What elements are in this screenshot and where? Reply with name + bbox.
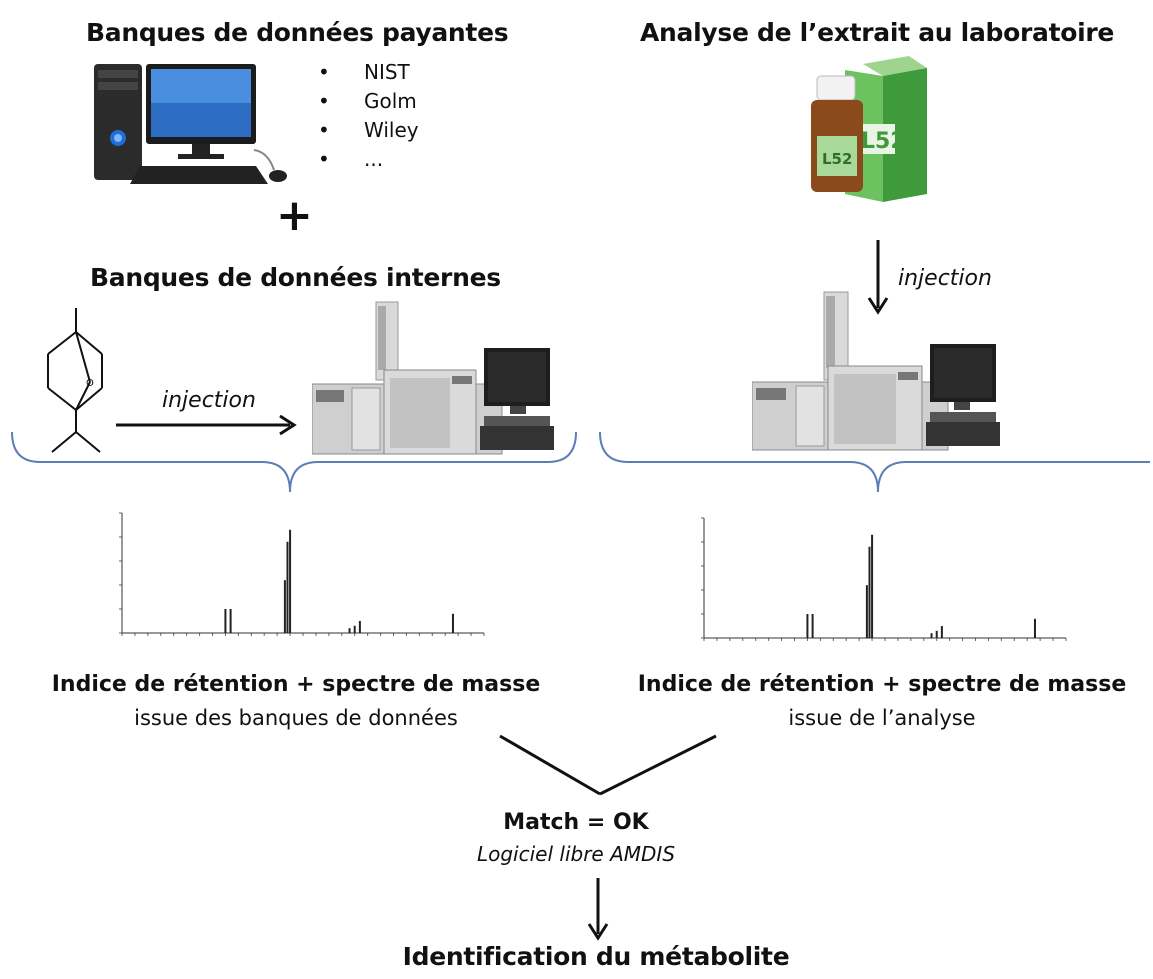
paid-databases-title: Banques de données payantes [86, 18, 509, 47]
final-arrow [587, 878, 609, 941]
database-item-nist: NIST [318, 58, 419, 87]
computer-icon [94, 64, 287, 184]
right-spectrum-bars [806, 534, 1036, 638]
left-result-title: Indice de rétention + spectre de masse [51, 672, 541, 697]
database-item-golm: Golm [318, 87, 419, 116]
convergence-lines [499, 734, 717, 796]
box-product-label: L52 [861, 129, 906, 154]
internal-databases-title: Banques de données internes [90, 263, 501, 292]
left-gcms-instrument [312, 301, 554, 455]
database-item-wiley: Wiley [318, 116, 419, 145]
left-injection-arrow [116, 414, 297, 436]
left-brace [11, 431, 577, 493]
database-item-more: ... [318, 145, 419, 174]
bottle-product-label: L52 [822, 150, 852, 168]
right-gcms-instrument [752, 291, 1000, 451]
paid-database-list: NIST Golm Wiley ... [318, 58, 419, 174]
final-identification-label: Identification du métabolite [402, 942, 790, 971]
left-injection-label: injection [162, 388, 256, 413]
right-brace [599, 431, 1150, 493]
right-mass-spectrum [701, 517, 1067, 641]
right-spectrum-ticks [701, 517, 1067, 641]
grouping-braces [11, 431, 1150, 493]
left-mass-spectrum [119, 512, 485, 636]
svg-text:O: O [86, 378, 94, 389]
right-injection-arrow [867, 240, 889, 315]
molecule-structure-icon: O [47, 308, 103, 453]
lab-analysis-title: Analyse de l’extrait au laboratoire [640, 18, 1115, 47]
right-injection-label: injection [898, 266, 992, 291]
right-result-subtitle: issue de l’analyse [788, 706, 976, 730]
left-spectrum-bars [224, 529, 454, 633]
product-box-icon: L52 L52 [811, 56, 927, 202]
match-label: Match = OK [503, 810, 649, 835]
plus-sign: + [276, 190, 313, 241]
software-label: Logiciel libre AMDIS [476, 842, 676, 866]
right-result-title: Indice de rétention + spectre de masse [637, 672, 1127, 697]
left-spectrum-ticks [119, 512, 485, 636]
left-result-subtitle: issue des banques de données [134, 706, 458, 730]
